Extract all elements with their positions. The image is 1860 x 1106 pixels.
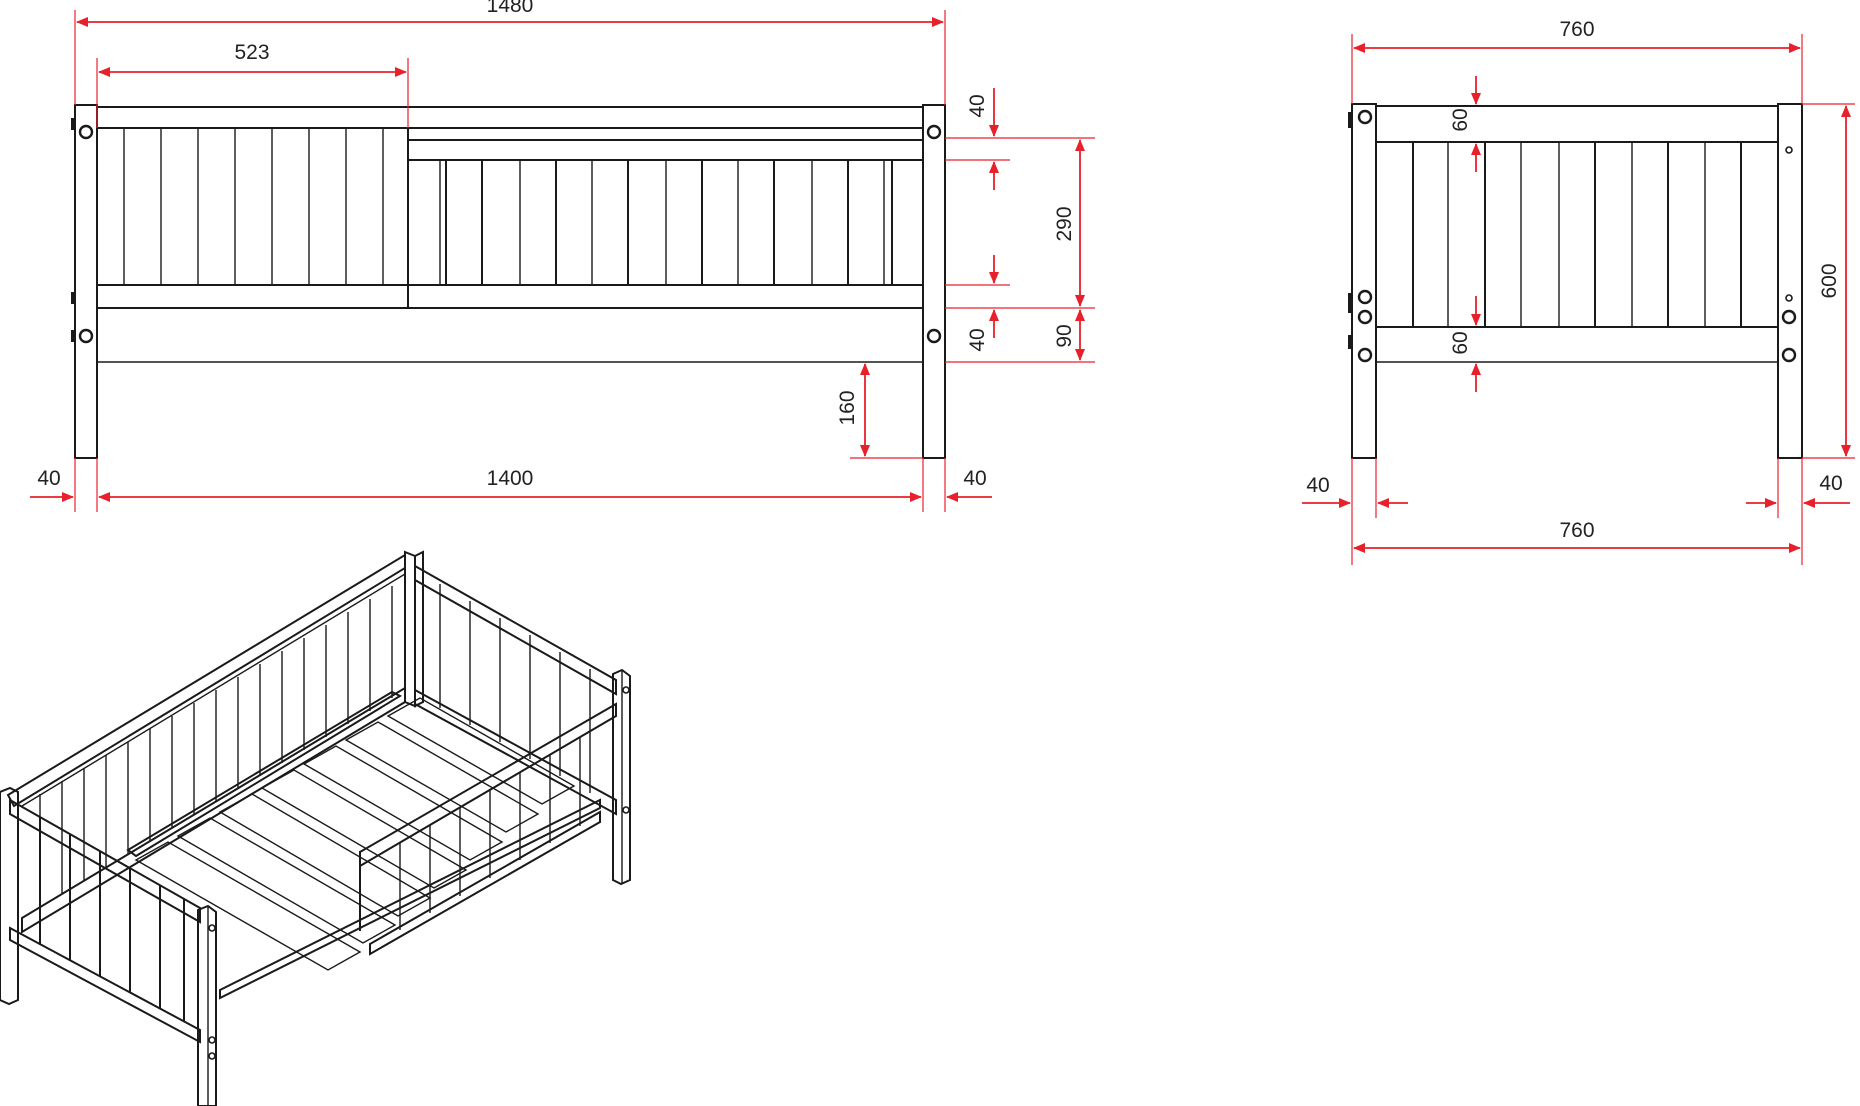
dim-panel-height: 290 xyxy=(1053,206,1076,241)
front-view: 1480 523 40 290 40 90 160 xyxy=(30,0,1095,512)
dim-end-height: 600 xyxy=(1818,263,1841,298)
front-right-post xyxy=(922,104,946,459)
end-slats xyxy=(1412,141,1742,328)
dim-overall-length: 1480 xyxy=(487,0,534,17)
end-right-post xyxy=(1777,103,1803,459)
dim-rail-length: 523 xyxy=(234,41,269,64)
dim-left-post: 40 xyxy=(37,467,60,490)
iso-left-end-slats xyxy=(39,817,185,1021)
end-view: 760 60 60 600 40 40 760 xyxy=(1302,18,1855,565)
isometric-view xyxy=(0,550,631,1106)
dim-side-depth: 90 xyxy=(1053,324,1076,347)
front-left-post xyxy=(74,104,98,459)
dim-end-bottom-width: 760 xyxy=(1559,519,1594,542)
dim-end-top-width: 760 xyxy=(1559,18,1594,41)
dim-right-post: 40 xyxy=(963,467,986,490)
front-right-slats xyxy=(439,159,893,286)
dim-end-left-post: 40 xyxy=(1306,474,1329,497)
iso-guard-slats xyxy=(399,738,581,930)
iso-end-slats xyxy=(439,584,591,793)
dim-top-rail: 40 xyxy=(966,94,989,117)
front-left-slats xyxy=(123,128,384,285)
dim-lower-rail: 40 xyxy=(966,328,989,351)
dim-end-right-post: 40 xyxy=(1819,472,1842,495)
end-left-post xyxy=(1351,103,1377,459)
dim-leg-clearance: 160 xyxy=(836,390,859,425)
dim-inner-length: 1400 xyxy=(487,467,534,490)
iso-bed-slats xyxy=(134,697,576,971)
dim-end-lower-rail: 60 xyxy=(1449,331,1472,354)
dim-end-top-rail: 60 xyxy=(1449,108,1472,131)
